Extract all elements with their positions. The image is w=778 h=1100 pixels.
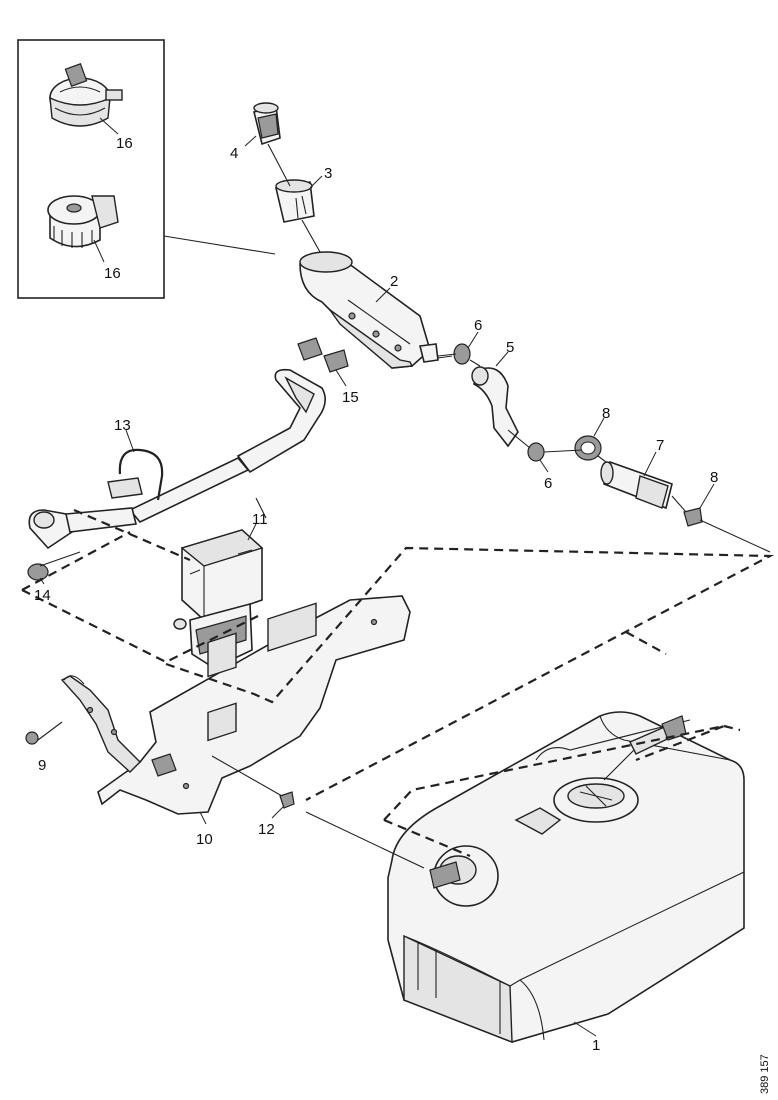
callout-1: 1 [592,1037,600,1054]
hoses-and-clamps [437,343,703,527]
callout-3: 3 [324,165,332,182]
routing-lines [21,508,775,858]
heater-unit [173,529,264,669]
callout-14: 14 [34,587,51,604]
callout-11: 11 [252,511,268,528]
callout-6-lower: 6 [544,475,552,492]
callout-2: 2 [390,273,398,290]
standard-filler-cap [47,195,119,248]
callout-12: 12 [258,821,275,838]
callout-9: 9 [38,757,46,774]
callouts: 1 2 3 4 5 6 6 7 8 8 9 10 11 12 13 14 15 … [34,135,718,1054]
heater-pipes [27,337,349,581]
callout-8-upper: 8 [602,405,610,422]
lockable-filler-cap [49,63,123,127]
callout-13: 13 [114,417,131,434]
connection-lines [37,143,771,869]
inset-box [17,39,276,299]
callout-7: 7 [656,437,664,454]
callout-6-upper: 6 [474,317,482,334]
leader-lines [39,135,715,1037]
callout-8-lower: 8 [710,469,718,486]
figure-reference-number: 389 157 [759,1054,771,1094]
mounting-bracket [25,595,411,815]
fuel-tank [387,711,745,1044]
callout-10: 10 [196,831,213,848]
filler-neck-parts [253,102,439,369]
callout-16-lower: 16 [104,265,121,282]
callout-5: 5 [506,339,514,356]
callout-16-upper: 16 [116,135,133,152]
callout-4: 4 [230,145,238,162]
callout-15: 15 [342,389,359,406]
